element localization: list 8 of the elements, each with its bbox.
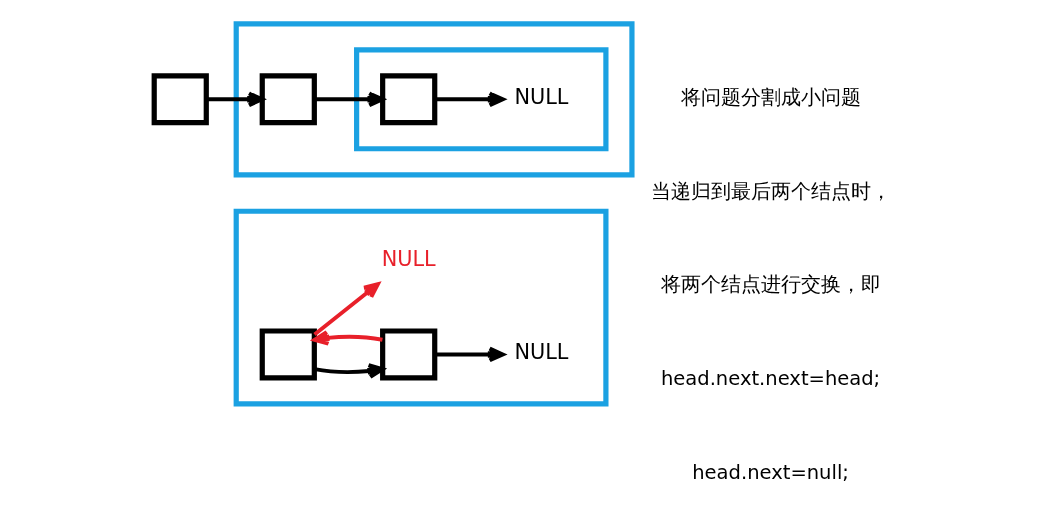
label: head.next.next=head; <box>660 367 880 391</box>
node-text: NULL <box>381 246 436 271</box>
label: 将问题分割成小问题 <box>680 85 861 109</box>
label: head.next=null; <box>691 460 849 484</box>
node-text: NULL <box>513 340 568 365</box>
node-text: NULL <box>513 85 568 110</box>
label: 当递归到最后两个结点时， <box>650 179 891 203</box>
label: 将两个结点进行交换，即 <box>660 273 881 297</box>
